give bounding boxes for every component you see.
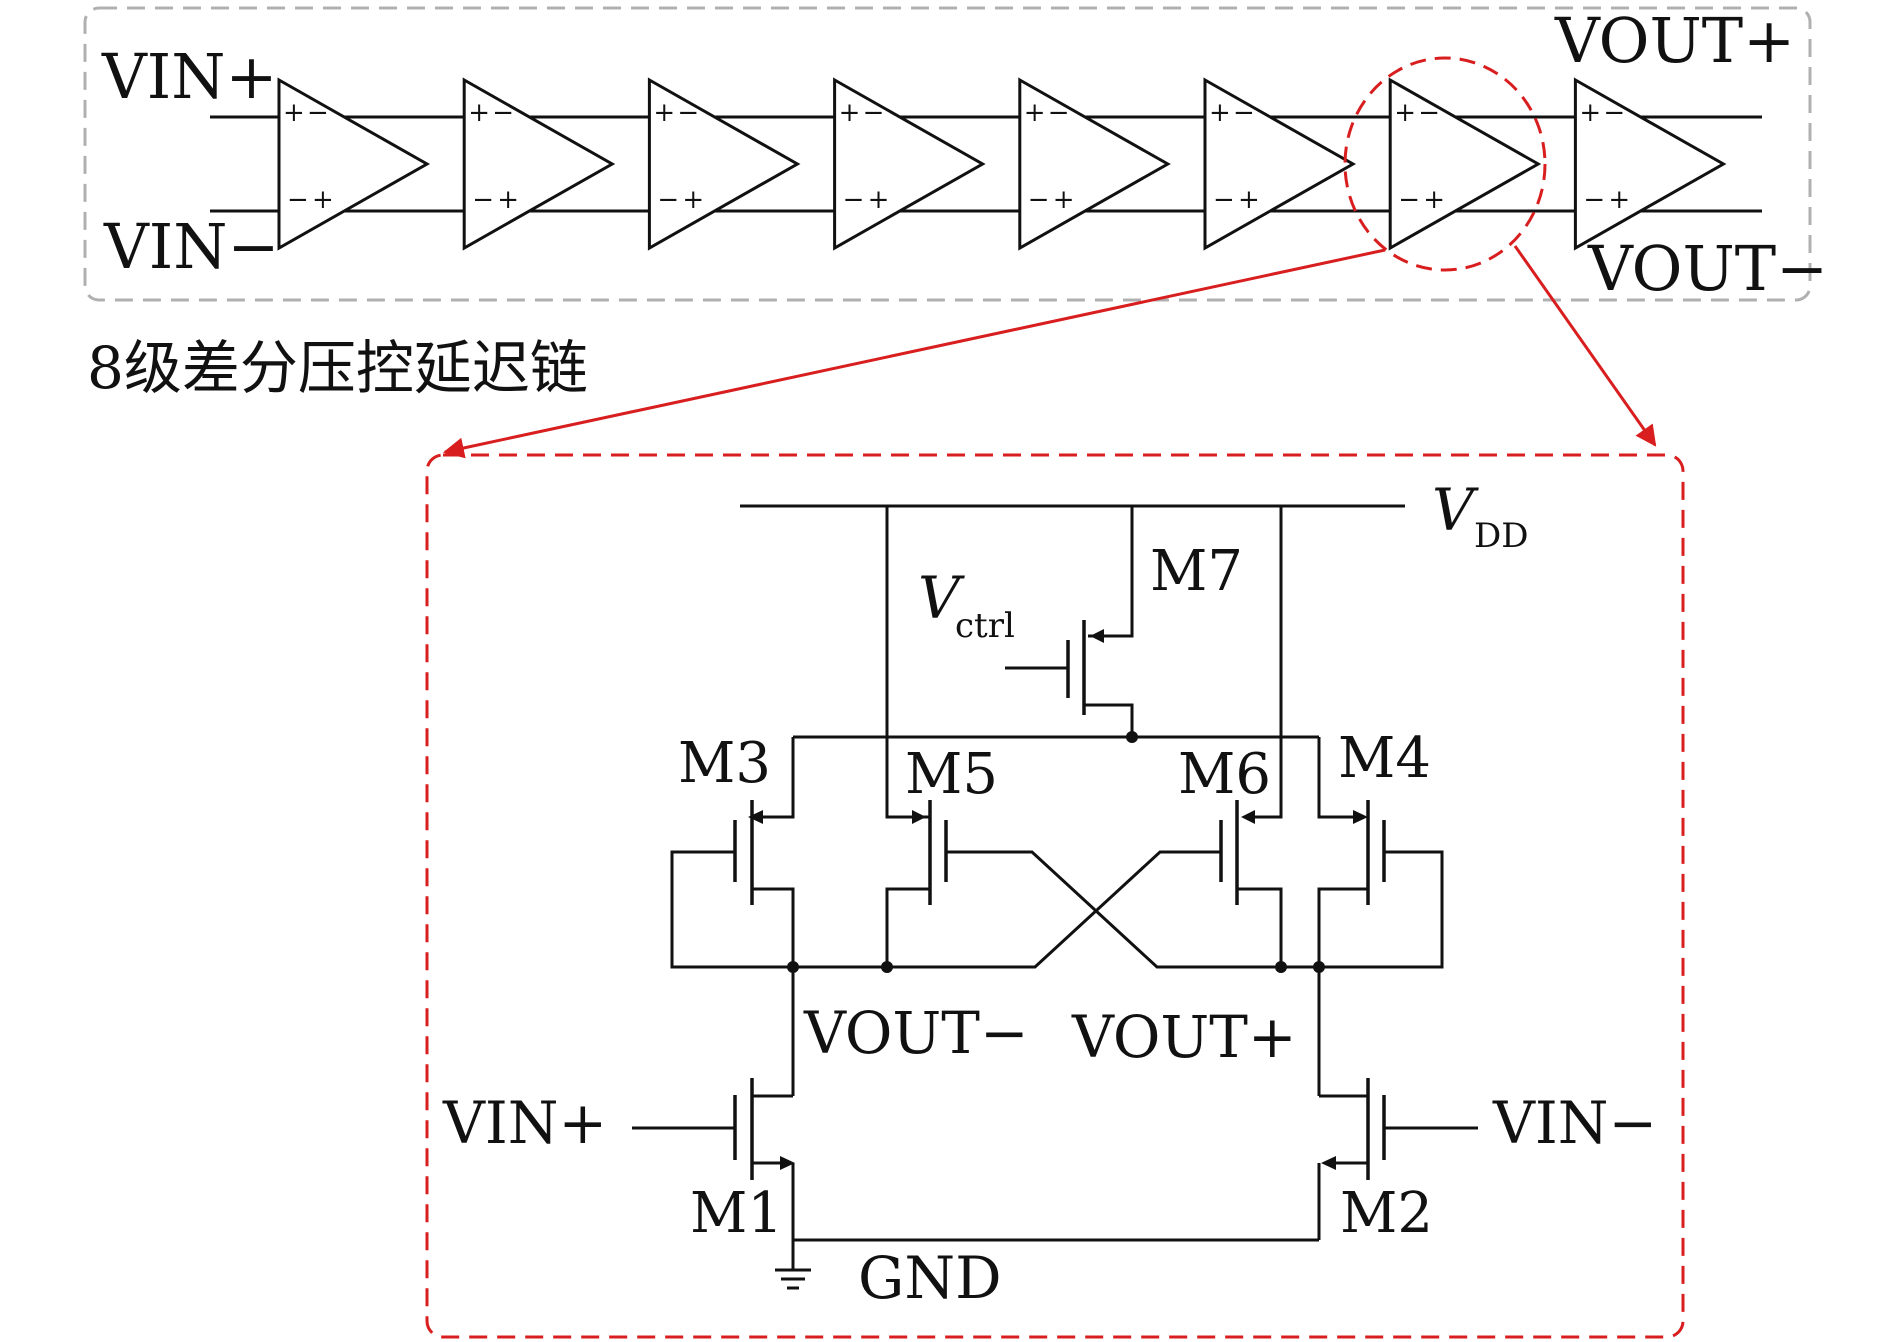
node-vout-plus-a (1275, 961, 1287, 973)
stage-sign: − (492, 98, 514, 128)
delay-stages: +−−++−−++−−++−−++−−++−−++−−++−−+ (277, 77, 1727, 251)
chain-frame (83, 6, 1812, 302)
delay-stage: +−−+ (1388, 77, 1542, 251)
vctrl-subscript: ctrl (955, 606, 1015, 646)
stage-sign: + (682, 185, 704, 215)
stage-sign: + (839, 98, 861, 128)
cell-vin-plus-label: VIN+ (442, 1089, 607, 1157)
chain-vout-plus-label: VOUT+ (1554, 4, 1795, 77)
chain-vin-minus-label: VIN− (103, 210, 279, 283)
vdd-to-m5 (885, 506, 912, 819)
vdd-subscript: DD (1474, 516, 1529, 556)
transistor-m7 (1005, 620, 1134, 737)
stage-sign: + (1209, 98, 1231, 128)
vdd-to-m7-source (1088, 506, 1134, 638)
m4-label: M4 (1338, 726, 1431, 791)
chain-vin-plus-label: VIN+ (101, 40, 277, 113)
stage-sign: + (312, 185, 334, 215)
m5-label: M5 (905, 742, 998, 807)
stage-sign: + (653, 98, 675, 128)
chain-title: 8级差分压控延迟链 (87, 334, 588, 402)
delay-stage: +−−+ (277, 77, 431, 251)
vdd-to-m6 (1255, 506, 1283, 819)
zoom-arrow-left (442, 248, 1386, 459)
vdd-label: V (1432, 476, 1479, 544)
gnd-label: GND (858, 1244, 1002, 1312)
delay-stage: +−−+ (1573, 77, 1727, 251)
transistor-m5 (885, 800, 1275, 969)
transistor-m6 (887, 800, 1283, 969)
stage-triangle (462, 77, 616, 251)
stage-sign: − (1418, 98, 1440, 128)
delay-stage: +−−+ (1203, 77, 1357, 251)
transistor-m1 (632, 967, 795, 1240)
stage-sign: + (1423, 185, 1445, 215)
stage-sign: + (1238, 185, 1260, 215)
stage-sign: + (868, 185, 890, 215)
delay-stage: +−−+ (833, 77, 986, 251)
stage-sign: + (283, 98, 305, 128)
stage-triangle (1573, 77, 1727, 251)
highlight-circle (1343, 56, 1547, 272)
m1-label: M1 (690, 1181, 783, 1246)
stage-triangle (277, 77, 431, 251)
stage-sign: − (472, 185, 494, 215)
delay-stage: +−−+ (1018, 77, 1171, 251)
stage-sign: + (1394, 98, 1416, 128)
stage-sign: − (843, 185, 865, 215)
cell-vout-plus-label: VOUT+ (1071, 1003, 1297, 1071)
stage-sign: + (1053, 185, 1075, 215)
chain-vout-minus-label: VOUT− (1587, 232, 1828, 305)
stage-sign: − (1603, 98, 1625, 128)
stage-sign: + (468, 98, 490, 128)
vctrl-label: V (918, 564, 965, 632)
stage-sign: − (1398, 185, 1420, 215)
transistor-m2 (1317, 967, 1478, 1240)
delay-stage: +−−+ (462, 77, 616, 251)
stage-sign: − (657, 185, 679, 215)
stage-triangle (1203, 77, 1357, 251)
stage-sign: − (287, 185, 309, 215)
stage-sign: + (1608, 185, 1630, 215)
stage-sign: − (1233, 98, 1255, 128)
m2-label: M2 (1340, 1181, 1433, 1246)
stage-triangle (833, 77, 986, 251)
delay-stage: +−−+ (647, 77, 801, 251)
stage-sign: − (1583, 185, 1605, 215)
stage-sign: − (863, 98, 885, 128)
stage-sign: − (1028, 185, 1050, 215)
stage-sign: + (1024, 98, 1046, 128)
stage-triangle (1388, 77, 1542, 251)
stage-sign: − (1048, 98, 1070, 128)
stage-triangle (1018, 77, 1171, 251)
stage-sign: + (1579, 98, 1601, 128)
cell-frame (425, 453, 1685, 1339)
stage-sign: − (1213, 185, 1235, 215)
cell-vin-minus-label: VIN− (1492, 1089, 1657, 1157)
stage-sign: − (307, 98, 329, 128)
m7-drain-node (1126, 731, 1138, 743)
m6-label: M6 (1178, 742, 1271, 807)
m7-label: M7 (1150, 539, 1243, 604)
ground-icon (775, 1240, 811, 1290)
transistor-m3 (670, 737, 795, 969)
node-vout-minus-b (881, 961, 893, 973)
stage-sign: + (497, 185, 519, 215)
stage-triangle (647, 77, 801, 251)
zoom-arrow-right (1513, 245, 1657, 447)
stage-sign: − (677, 98, 699, 128)
m3-label: M3 (678, 731, 771, 796)
cell-vout-minus-label: VOUT− (803, 999, 1029, 1067)
transistor-m4 (1317, 737, 1444, 969)
